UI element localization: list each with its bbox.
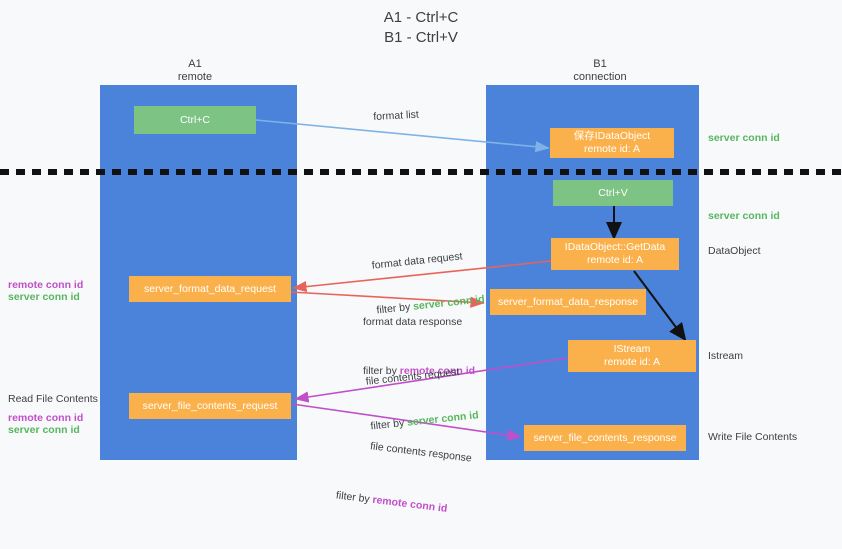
page-title: A1 - Ctrl+C B1 - Ctrl+V <box>383 9 459 46</box>
box-server-format-data-response-label: server_format_data_response <box>497 295 639 308</box>
filter-by-prefix: filter by <box>363 365 400 377</box>
conn-id-remote: remote conn id <box>371 493 448 515</box>
box-server-format-data-request-label: server_format_data_request <box>144 282 276 295</box>
box-server-file-contents-response-label: server_file_contents_response <box>533 431 677 444</box>
box-istream-line2: remote id: A <box>603 356 661 368</box>
edge-label-format-data-response-line1: format data response <box>363 316 463 328</box>
box-server-format-data-response[interactable]: server_format_data_response <box>490 289 646 315</box>
box-ctrl-c-label: Ctrl+C <box>179 113 211 126</box>
note-server-conn-id-mid: server conn id <box>708 210 780 222</box>
box-ctrl-c[interactable]: Ctrl+C <box>134 106 256 134</box>
box-server-format-data-request[interactable]: server_format_data_request <box>129 276 291 302</box>
edge-label-file-contents-response-line2: filter by remote conn id <box>335 488 466 519</box>
edge-label-file-contents-response-line1: file contents response <box>369 440 473 465</box>
column-header-a1: A1 remote <box>177 58 213 83</box>
column-header-b1: B1 connection <box>573 58 627 83</box>
edge-label-format-data-request-line1: format data request <box>371 250 464 272</box>
note-remote-conn-id-2: remote conn id <box>8 412 84 424</box>
edge-label-format-data-response: format data response filter by remote co… <box>363 285 475 409</box>
box-ctrl-v[interactable]: Ctrl+V <box>553 180 673 206</box>
box-server-file-contents-response[interactable]: server_file_contents_response <box>524 425 686 451</box>
box-istream[interactable]: IStream remote id: A <box>568 340 696 372</box>
box-idataobject-getdata[interactable]: IDataObject::GetData remote id: A <box>551 238 679 270</box>
box-ctrl-v-label: Ctrl+V <box>598 186 628 199</box>
note-server-conn-id-1: server conn id <box>8 291 80 303</box>
diagram-canvas: A1 - Ctrl+C B1 - Ctrl+V A1 remote B1 con… <box>0 9 842 515</box>
note-istream: Istream <box>708 350 744 362</box>
edge-label-format-list: format list <box>373 108 420 123</box>
box-store-idataobject-line2: remote id: A <box>583 143 641 155</box>
box-getdata-line2: remote id: A <box>586 254 644 266</box>
note-server-conn-id-2: server conn id <box>8 424 80 436</box>
note-dataobject: DataObject <box>708 245 761 257</box>
filter-by-prefix: filter by <box>335 489 374 506</box>
note-write-file-contents: Write File Contents <box>708 431 798 443</box>
edge-label-file-contents-response: file contents response filter by remote … <box>331 406 476 549</box>
note-read-file-contents: Read File Contents <box>8 393 98 405</box>
conn-id-remote: remote conn id <box>399 365 476 377</box>
box-server-file-contents-request[interactable]: server_file_contents_request <box>129 393 291 419</box>
phase-divider-line <box>0 169 842 175</box>
note-remote-conn-id-1: remote conn id <box>8 279 84 291</box>
box-server-file-contents-request-label: server_file_contents_request <box>142 399 278 412</box>
edge-label-format-data-response-line2: filter by remote conn id <box>363 364 475 379</box>
box-getdata-line1: IDataObject::GetData <box>564 241 666 253</box>
box-istream-line1: IStream <box>613 343 651 355</box>
box-store-idataobject[interactable]: 保存IDataObject remote id: A <box>550 128 674 158</box>
box-store-idataobject-line1: 保存IDataObject <box>573 130 651 142</box>
note-server-conn-id-top: server conn id <box>708 132 780 144</box>
edge-label-file-contents-request-line1: file contents request <box>365 366 460 388</box>
